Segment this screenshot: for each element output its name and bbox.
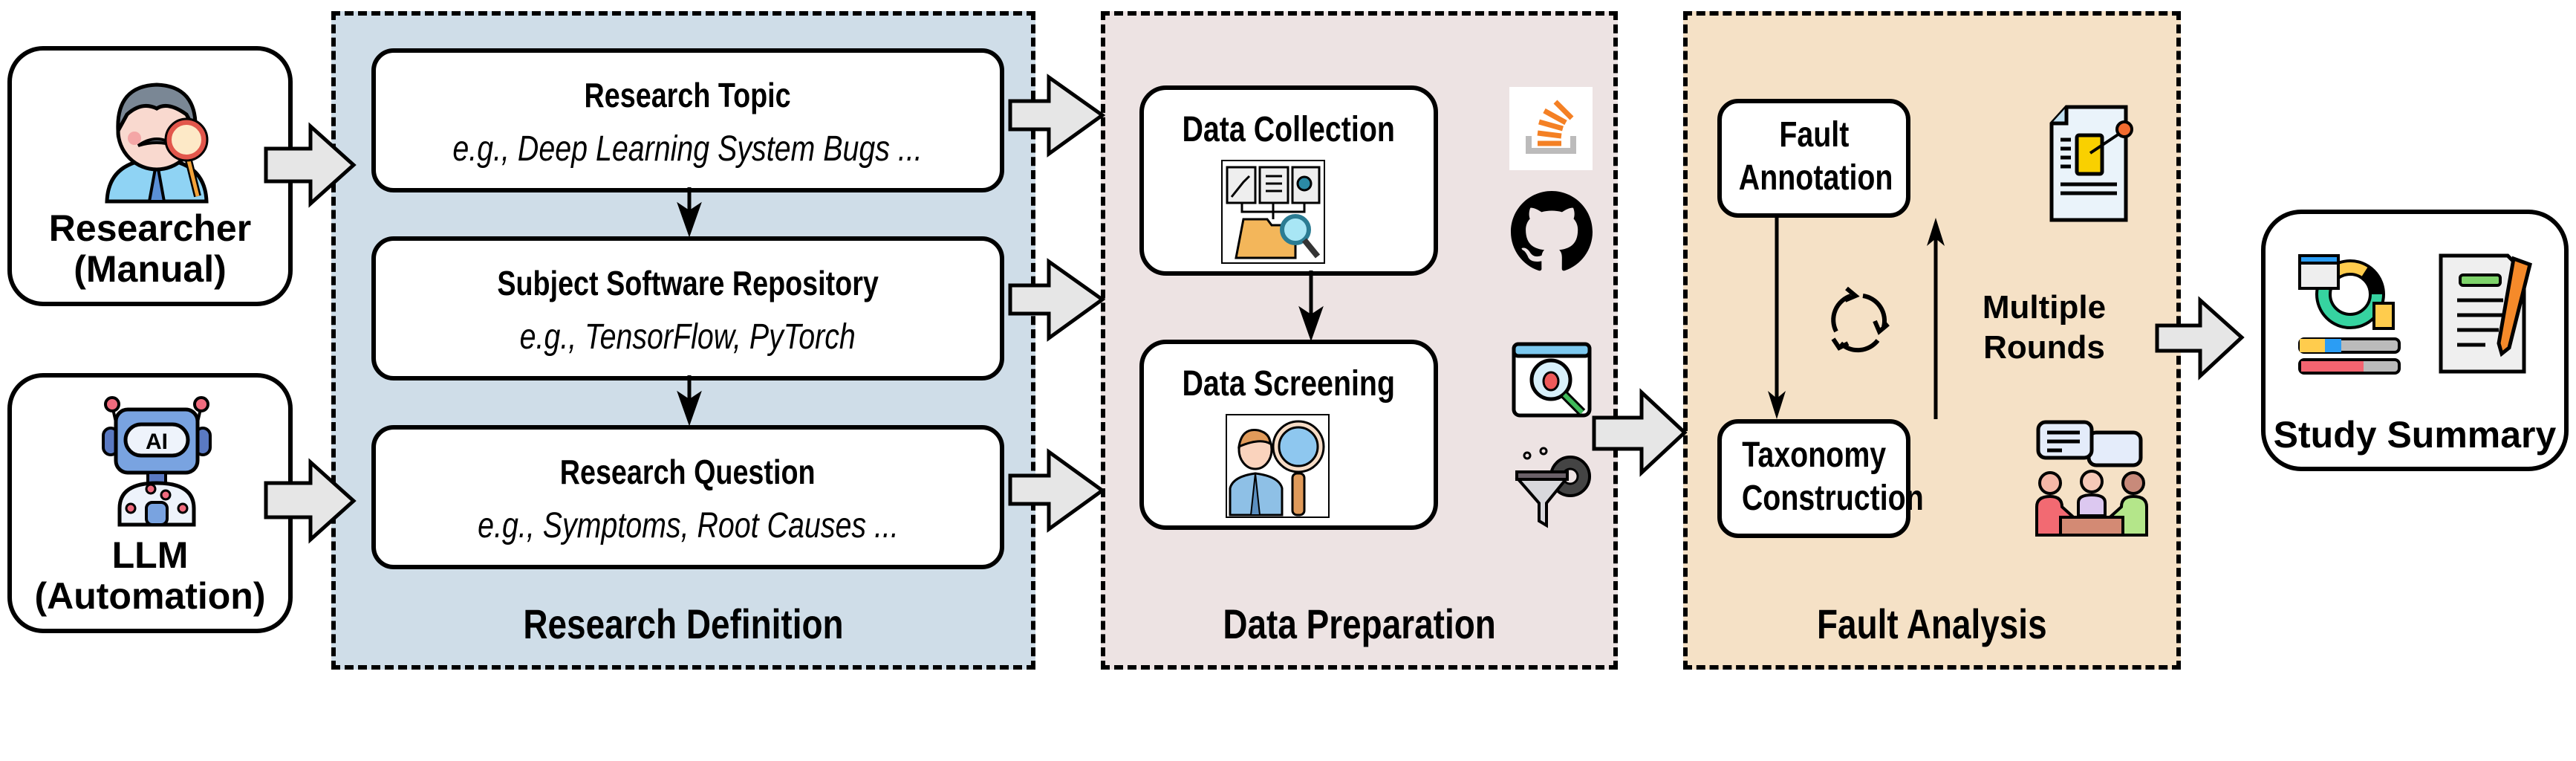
data-preparation-title: Data Preparation (1223, 600, 1496, 647)
multiple-rounds-label-2: Rounds (1983, 329, 2105, 366)
loop-arrows (1768, 218, 1945, 419)
data-collection-box: Data Collection (1139, 85, 1438, 276)
subject-repository-title: Subject Software Repository (497, 264, 879, 302)
llm-box: AI LLM (Automation) (7, 373, 293, 633)
taxonomy-construction-title-1: Taxonomy (1742, 435, 1886, 475)
bug-search-icon (1512, 342, 1592, 418)
stackoverflow-icon (1509, 87, 1593, 170)
cycle-arrows-icon (1831, 286, 1890, 353)
research-topic-title: Research Topic (584, 76, 792, 114)
subject-repository-example: e.g., TensorFlow, PyTorch (519, 317, 856, 357)
researcher-to-definition-arrow (264, 122, 357, 208)
research-definition-panel: Research Topic e.g., Deep Learning Syste… (331, 11, 1035, 670)
fault-analysis-title: Fault Analysis (1817, 600, 2047, 647)
research-topic-example: e.g., Deep Learning System Bugs ... (452, 129, 923, 169)
ai-robot-icon-text: AI (146, 430, 168, 454)
topic-to-preparation-arrow (1008, 74, 1106, 158)
person-magnifier-icon (1226, 414, 1330, 518)
llm-to-definition-arrow (264, 458, 357, 544)
fault-annotation-box: Fault Annotation (1717, 99, 1910, 218)
researcher-box: Researcher (Manual) (7, 46, 293, 306)
researcher-label: Researcher (48, 207, 252, 249)
ai-robot-icon: AI (102, 396, 212, 527)
study-summary-label: Study Summary (2273, 414, 2557, 456)
question-to-preparation-arrow (1008, 448, 1106, 533)
github-icon (1511, 191, 1593, 271)
research-definition-title: Research Definition (523, 600, 844, 647)
analysis-to-summary-arrow (2155, 296, 2245, 380)
filter-gear-icon (1515, 447, 1591, 528)
preparation-to-analysis-arrow (1592, 388, 1688, 477)
team-discussion-icon (2035, 420, 2148, 537)
repository-to-preparation-arrow (1008, 258, 1106, 342)
researcher-icon (105, 82, 209, 204)
multiple-rounds-label-1: Multiple (1982, 289, 2107, 326)
data-screening-box: Data Screening (1139, 340, 1438, 530)
researcher-sublabel: (Manual) (74, 248, 227, 290)
research-topic-box: Research Topic e.g., Deep Learning Syste… (371, 48, 1004, 192)
research-question-box: Research Question e.g., Symptoms, Root C… (371, 425, 1004, 569)
study-summary-box: Study Summary (2261, 210, 2569, 471)
fault-annotation-title-2: Annotation (1738, 158, 1893, 198)
data-collection-title: Data Collection (1182, 110, 1396, 149)
data-screening-title: Data Screening (1182, 364, 1396, 404)
llm-sublabel: (Automation) (34, 575, 266, 617)
signed-document-icon (2439, 253, 2532, 374)
documents-folder-search-icon (1221, 160, 1325, 264)
analytics-report-icon (2298, 254, 2401, 375)
taxonomy-construction-box: Taxonomy Construction (1717, 419, 1924, 538)
data-preparation-panel: Data Collection Data Screening (1101, 11, 1618, 670)
annotated-document-icon (2049, 105, 2133, 222)
research-question-title: Research Question (560, 453, 816, 491)
taxonomy-construction-title-2: Construction (1741, 479, 1924, 518)
research-question-example: e.g., Symptoms, Root Causes ... (477, 506, 899, 545)
llm-label: LLM (111, 534, 189, 576)
fault-analysis-panel: Fault Annotation Taxonomy Construction M… (1683, 11, 2181, 670)
fault-annotation-title-1: Fault (1778, 115, 1850, 155)
